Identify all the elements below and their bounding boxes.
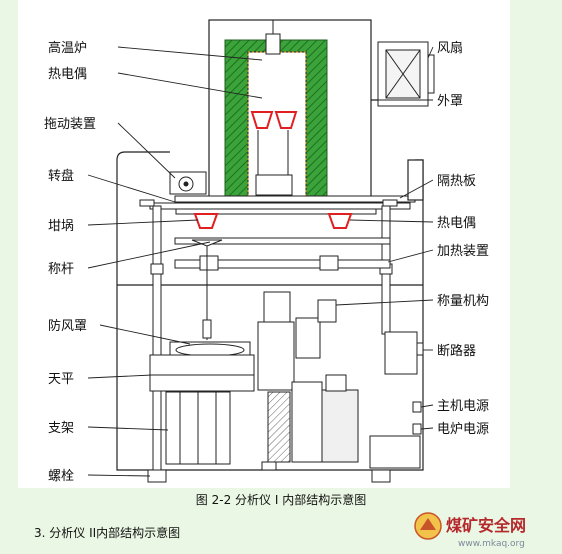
label-stand: 支架 (48, 421, 74, 436)
furnace-crucibles (250, 111, 298, 129)
balance (149, 354, 255, 392)
furnace-insulation (224, 39, 328, 199)
label-weighing-rod: 称杆 (48, 262, 74, 277)
label-circuit-breaker: 断路器 (437, 343, 476, 359)
circuit-breaker (384, 331, 424, 375)
fan (377, 41, 435, 107)
label-turntable: 转盘 (48, 168, 74, 184)
right-leader-lines (335, 46, 434, 430)
watermark-url: www.mkaq.org (458, 539, 525, 549)
bolts (147, 461, 391, 483)
stand (165, 391, 231, 465)
label-fan: 风扇 (437, 40, 463, 56)
label-crucible: 坩埚 (48, 219, 74, 234)
label-heating-device: 加热装置 (437, 244, 489, 259)
label-windshield: 防风罩 (48, 318, 87, 334)
label-thermocouple-top: 热电偶 (48, 67, 87, 82)
weighing-mechanism (257, 291, 337, 391)
turntable-crucibles (193, 213, 353, 229)
heating-device (174, 237, 391, 271)
label-bolt: 螺栓 (48, 469, 74, 484)
furnace-shaft (255, 20, 293, 196)
power-supply (369, 401, 422, 469)
label-furnace-power: 电炉电源 (437, 422, 489, 437)
label-host-power: 主机电源 (437, 399, 489, 414)
left-labels: 高温炉 热电偶 拖动装置 转盘 坩埚 称杆 防风罩 天平 支架 螺栓 (44, 40, 96, 484)
label-balance: 天平 (48, 372, 74, 387)
label-weighing-mechanism: 称量机构 (437, 294, 489, 309)
watermark-brand: 煤矿安全网 (446, 516, 526, 535)
label-thermocouple-bottom: 热电偶 (437, 216, 476, 231)
drive-device (169, 171, 207, 195)
turntable (139, 199, 411, 215)
motor-assembly (267, 374, 359, 463)
chassis (116, 151, 424, 471)
label-outer-cover: 外罩 (437, 94, 463, 109)
watermark: 煤矿安全网 www.mkaq.org (414, 512, 526, 549)
heat-shield (174, 195, 416, 203)
left-leader-lines (87, 46, 263, 477)
label-drive-device: 拖动装置 (44, 117, 96, 132)
label-furnace: 高温炉 (48, 40, 87, 56)
right-labels: 风扇 外罩 隔热板 热电偶 加热装置 称量机构 断路器 主机电源 电炉电源 (437, 40, 489, 437)
figure-caption: 图 2-2 分析仪 I 内部结构示意图 (196, 492, 366, 507)
label-heat-shield: 隔热板 (437, 174, 476, 189)
section-heading: 3. 分析仪 II内部结构示意图 (34, 525, 180, 540)
weighing-rod (191, 239, 223, 340)
